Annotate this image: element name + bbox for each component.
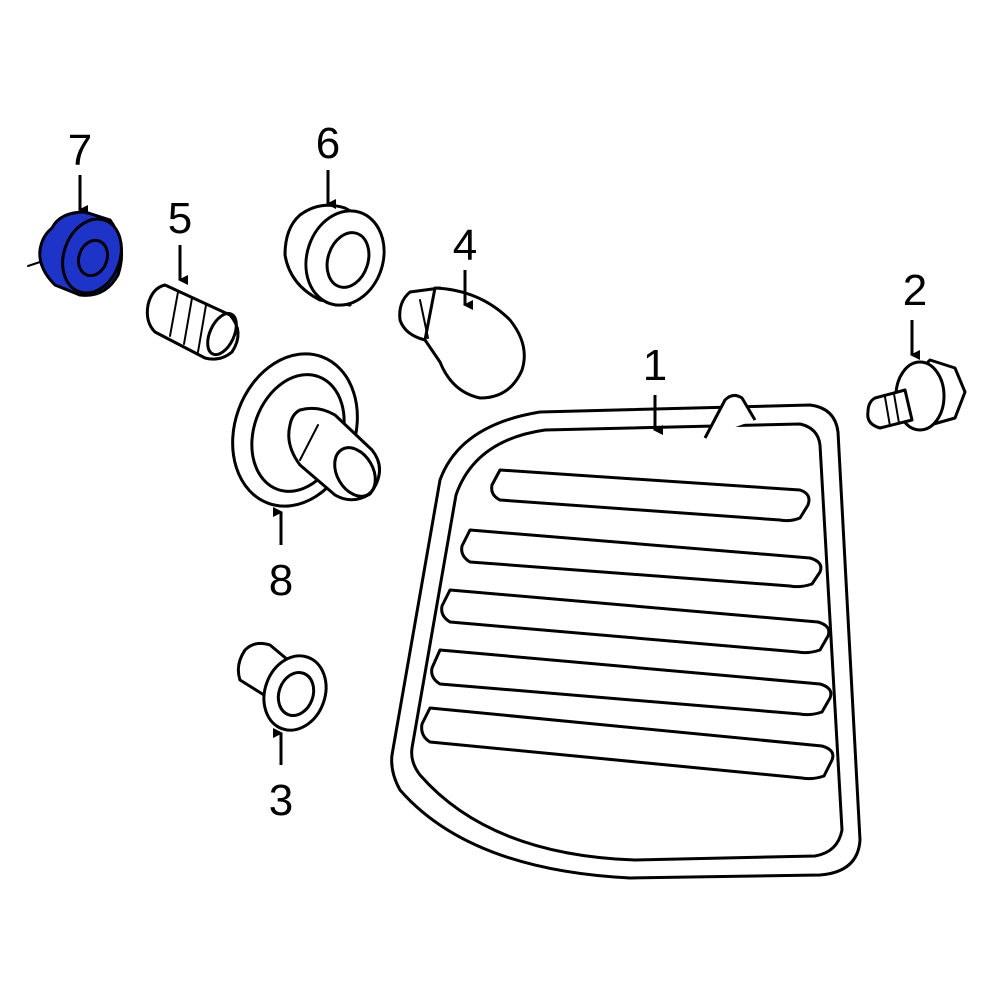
- bulb[interactable]: [398, 286, 526, 400]
- callout-arrows: [78, 170, 920, 765]
- callout-label-2: 2: [903, 266, 927, 315]
- callout-label-8: 8: [269, 556, 293, 605]
- callout-label-4: 4: [453, 221, 477, 270]
- callout-labels: 1 2 3 4 5 6 7 8: [68, 119, 927, 825]
- wedge-bulb[interactable]: [145, 283, 242, 361]
- socket[interactable]: [283, 201, 396, 316]
- callout-label-5: 5: [168, 194, 192, 243]
- socket-with-bulb[interactable]: [212, 336, 384, 524]
- highlighted-bushing[interactable]: [27, 210, 131, 302]
- callout-label-7: 7: [68, 126, 92, 175]
- grommet[interactable]: [236, 641, 336, 739]
- callout-label-6: 6: [316, 119, 340, 168]
- callout-label-1: 1: [643, 341, 667, 390]
- mounting-screw[interactable]: [866, 358, 967, 432]
- tail-lamp-assembly[interactable]: [390, 393, 862, 880]
- callout-label-3: 3: [269, 776, 293, 825]
